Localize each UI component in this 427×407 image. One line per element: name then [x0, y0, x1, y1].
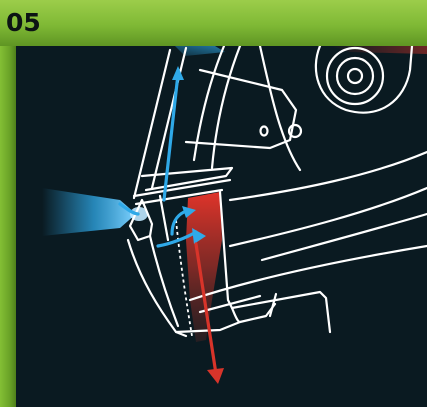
- top-airflow-blue: [175, 46, 225, 56]
- liner-dashed-line: [175, 219, 193, 337]
- red-arrow-icon: [194, 242, 224, 384]
- intake-airflow-fan: [42, 188, 136, 236]
- step-number: 05: [6, 8, 41, 37]
- left-accent-strip: [0, 46, 16, 407]
- step-header-bar: 05: [0, 0, 427, 46]
- blue-arrow-icon: [118, 72, 198, 248]
- blue-arrow-heads: [172, 66, 206, 244]
- helmet-outline: [126, 46, 427, 338]
- exhaust-airflow-band: [186, 192, 222, 342]
